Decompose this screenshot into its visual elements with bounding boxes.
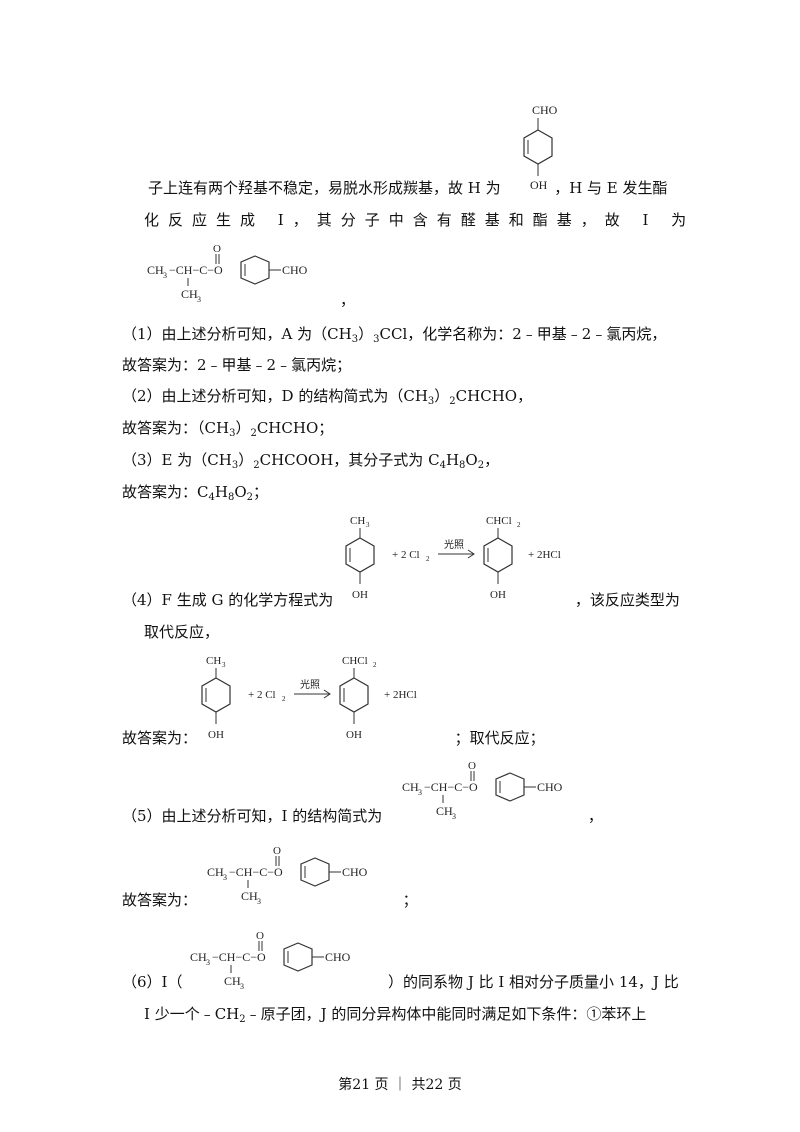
svg-text:+ 2 Cl: + 2 Cl [392, 549, 420, 561]
svg-text:2: 2 [426, 555, 430, 563]
svg-text:CH: CH [147, 263, 164, 277]
svg-text:3: 3 [206, 958, 210, 967]
svg-text:OH: OH [530, 178, 548, 192]
paragraph-line: 化反应生成 I，其分子中含有醛基和酯基，故 I 为 [144, 211, 696, 229]
svg-text:−CH−C−O: −CH−C−O [169, 263, 223, 277]
svg-text:CHO: CHO [342, 865, 368, 879]
page-footer: 第21 页 ｜ 共22 页 [338, 1077, 462, 1093]
svg-text:CH: CH [190, 950, 207, 964]
svg-text:O: O [213, 243, 221, 255]
q2-line-1: （2）由上述分析可知，D 的结构简式为（CH3）2CHCHO， [122, 387, 533, 407]
svg-text:OH: OH [346, 729, 362, 741]
svg-text:3: 3 [257, 897, 261, 904]
svg-text:+ 2HCl: + 2HCl [528, 549, 561, 561]
structure-i: CH 3 −CH−C−O O CH 3 CHO [147, 243, 308, 302]
svg-text:CH: CH [350, 515, 365, 527]
q1-line-1: （1）由上述分析可知，A 为（CH3）3CCl，化学名称为：2﹣甲基﹣2﹣氯丙烷… [122, 325, 667, 345]
svg-text:−CH−C−O: −CH−C−O [212, 950, 266, 964]
svg-text:OH: OH [490, 589, 506, 601]
svg-text:CHO: CHO [537, 780, 563, 794]
q3-line-2: 故答案为：C4H8O2； [122, 483, 269, 503]
svg-text:CH: CH [206, 655, 221, 667]
svg-text:CH: CH [402, 780, 419, 794]
q5-line-2: 故答案为： ； [122, 891, 418, 909]
reaction-scheme-2: CH 3 OH + 2 Cl 2 光照 CHCl 2 OH + 2HCl [201, 655, 417, 741]
svg-text:O: O [256, 930, 264, 942]
q2-line-2: 故答案为：（CH3）2CHCHO； [122, 419, 334, 439]
svg-text:3: 3 [452, 812, 456, 819]
svg-text:2: 2 [373, 661, 377, 669]
svg-text:CH: CH [224, 974, 241, 988]
svg-text:3: 3 [223, 873, 227, 882]
svg-text:3: 3 [163, 271, 167, 280]
svg-text:光照: 光照 [300, 678, 320, 691]
paragraph-line: 子上连有两个羟基不稳定，易脱水形成羰基，故 H 为 ，H 与 E 发生酯 [148, 179, 668, 197]
svg-text:CHCl: CHCl [486, 515, 512, 527]
svg-text:CH: CH [436, 804, 453, 818]
svg-text:CHCl: CHCl [342, 655, 368, 667]
svg-text:3: 3 [240, 982, 244, 989]
svg-text:O: O [273, 845, 281, 857]
svg-text:3: 3 [197, 295, 201, 302]
q6-line-2: I 少一个﹣CH2﹣原子团，J 的同分异构体中能同时满足如下条件：①苯环上 [144, 1005, 647, 1025]
svg-text:+ 2 Cl: + 2 Cl [248, 689, 276, 701]
svg-text:O: O [468, 760, 476, 772]
q6-line-1: （6）I（ ）的同系物 J 比 I 相对分子质量小 14，J 比 [122, 973, 679, 991]
structure-h: CHO OH [523, 103, 558, 192]
q1-line-2: 故答案为：2﹣甲基﹣2﹣氯丙烷； [122, 356, 352, 374]
structure-i-q5: CH 3 −CH−C−O O CH 3 CHO [402, 760, 563, 819]
svg-text:3: 3 [366, 521, 370, 529]
svg-text:2: 2 [282, 695, 286, 703]
svg-text:2: 2 [517, 521, 521, 529]
paragraph-comma: ， [340, 291, 356, 309]
svg-text:CHO: CHO [325, 950, 351, 964]
structure-i-q6: CH 3 −CH−C−O O CH 3 CHO [190, 930, 351, 989]
svg-text:+ 2HCl: + 2HCl [384, 689, 417, 701]
svg-text:CH: CH [207, 865, 224, 879]
q4-line-1: （4）F 生成 G 的化学方程式为 ，该反应类型为 [122, 591, 680, 609]
svg-text:CH: CH [181, 287, 198, 301]
q3-line-1: （3）E 为（CH3）2CHCOOH，其分子式为 C4H8O2， [122, 451, 500, 471]
svg-text:CHO: CHO [532, 103, 558, 117]
svg-text:3: 3 [222, 661, 226, 669]
svg-text:3: 3 [418, 788, 422, 797]
q4-line-2: 取代反应， [144, 623, 220, 641]
structure-i-q5-answer: CH 3 −CH−C−O O CH 3 CHO [207, 845, 368, 904]
svg-text:光照: 光照 [444, 538, 464, 551]
svg-text:OH: OH [352, 589, 368, 601]
svg-text:OH: OH [208, 729, 224, 741]
q4-line-3: 故答案为： ；取代反应； [122, 729, 545, 747]
reaction-scheme-1: CH 3 OH + 2 Cl 2 光照 CHCl 2 OH + 2HCl [345, 515, 561, 601]
svg-text:−CH−C−O: −CH−C−O [424, 780, 478, 794]
svg-text:CHO: CHO [282, 263, 308, 277]
svg-text:CH: CH [241, 889, 258, 903]
svg-text:−CH−C−O: −CH−C−O [229, 865, 283, 879]
q5-line-1: （5）由上述分析可知，I 的结构简式为 ， [122, 807, 603, 825]
